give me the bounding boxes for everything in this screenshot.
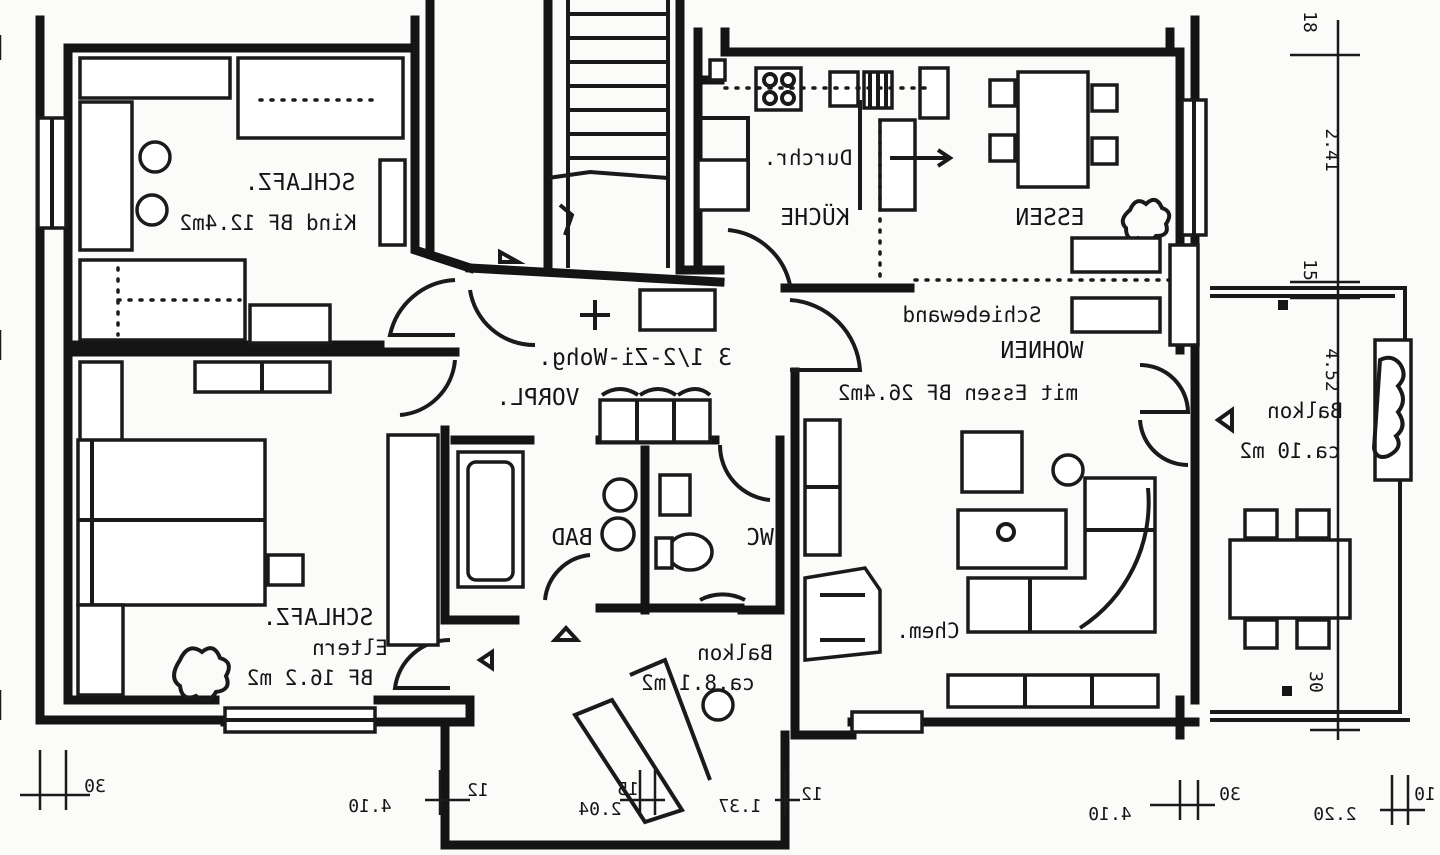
label-vorpl: VORPL. [496, 385, 579, 411]
label-schlafz-eltern: SCHLAFZ. [263, 605, 374, 631]
kitchen-fixtures [696, 58, 1172, 282]
label-balkon-south-area: ca.8.1 m2 [641, 671, 755, 695]
staircase [547, 0, 670, 268]
label-balkon-east-area: ca.10 m2 [1239, 439, 1340, 463]
dim-bottom-11: 10 [1414, 784, 1436, 805]
label-balkon-south: Balkon [697, 641, 773, 665]
east-balcony-furniture [1214, 300, 1406, 696]
label-schiebewand: Schiebewand [902, 303, 1041, 327]
label-kueche: KÜCHE [780, 203, 849, 231]
label-chem: Chem. [896, 619, 959, 643]
label-bad: BAD [551, 525, 593, 551]
hall-fixtures [498, 248, 717, 444]
label-durchr: Durchr. [764, 146, 853, 170]
label-wc: WC [746, 525, 774, 551]
dim-bottom-9: 4.10 [1088, 804, 1131, 825]
dimension-labels: 30 4.10 12 15 2.04 1.37 12 30 4.10 2.20 … [84, 11, 1436, 825]
eltern-furniture [76, 360, 440, 703]
south-balcony-furniture [476, 625, 735, 825]
dim-right-3: 15 [1299, 259, 1320, 281]
walls [35, 0, 1412, 850]
dim-right-1: 18 [1299, 11, 1320, 33]
dim-bottom-6: 1.37 [718, 796, 761, 817]
kind-furniture [78, 56, 407, 345]
dim-bottom-2: 4.10 [348, 796, 391, 817]
label-wohnen: WOHNEN [1000, 338, 1083, 364]
dim-bottom-4: 15 [617, 779, 639, 800]
dim-right-2: 2.41 [1321, 128, 1342, 171]
label-schlafz-kind-area: Kind BF 12.4m2 [179, 211, 356, 235]
label-wohnen-area: mit Essen BF 26.4m2 [838, 381, 1078, 405]
bath-fixtures [456, 450, 714, 589]
label-schlafz-eltern-area: BF 16.2 m2 [247, 666, 373, 690]
room-labels: SCHLAFZ. Kind BF 12.4m2 SCHLAFZ. Eltern … [179, 146, 1342, 695]
dim-bottom-5: 2.04 [578, 799, 621, 820]
dim-right-4: 4.52 [1321, 348, 1342, 391]
dim-bottom-7: 12 [801, 784, 823, 805]
dim-bottom-8: 30 [1219, 784, 1241, 805]
dim-bottom-1: 30 [84, 776, 106, 797]
label-wohnung-title: 3 1/2-Zi-Wohg. [538, 345, 732, 371]
dim-bottom-3: 12 [467, 780, 489, 801]
dimension-lines [0, 20, 1425, 825]
dim-bottom-10: 2.20 [1313, 804, 1356, 825]
dining-furniture [988, 70, 1172, 334]
label-schlafz-eltern-sub: Eltern [312, 636, 388, 660]
dim-right-5: 30 [1305, 671, 1326, 693]
doors [387, 228, 1191, 690]
living-furniture [803, 418, 1160, 709]
label-essen: ESSEN [1015, 205, 1084, 231]
label-schlafz-kind: SCHLAFZ. [245, 170, 356, 196]
label-balkon-east: Balkon [1267, 399, 1343, 423]
